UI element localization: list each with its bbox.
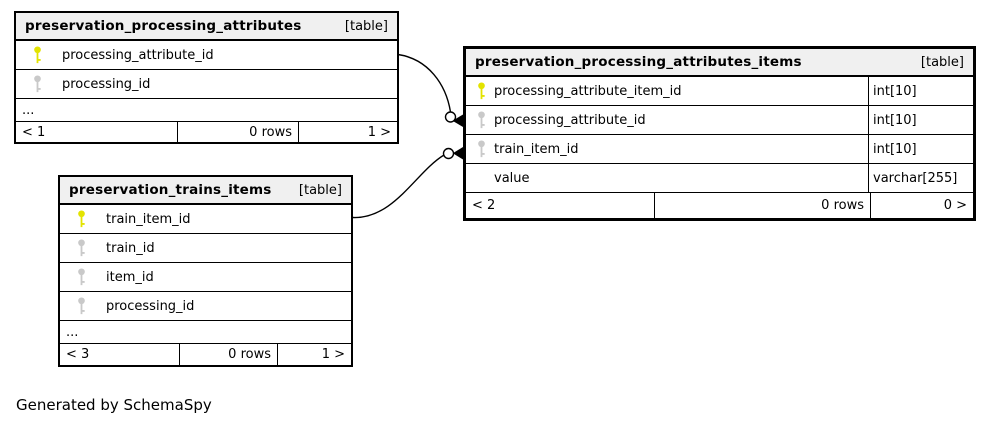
table-type-tag: [table] [344,18,388,34]
foreign-key-icon [78,268,85,286]
table-node-preservation-processing-attributes-items[interactable]: preservation_processing_attributes_items… [463,46,976,221]
table-footer: < 2 0 rows 0 > [466,193,973,218]
column-name: processing_attribute_id [494,112,646,128]
row-count: 0 rows [177,122,298,142]
column-name: item_id [106,269,154,285]
foreign-key-icon [78,239,85,257]
relationship-curve-train-item-id [352,154,445,219]
generated-by-note: Generated by SchemaSpy [16,396,212,414]
relationship-curve-processing-attribute-id [397,53,452,113]
children-count: 1 > [277,344,351,365]
foreign-key-icon [78,297,85,315]
column-cell: value [466,164,868,192]
column-row: processing_attribute_id [16,41,397,70]
column-name: train_item_id [494,141,579,157]
ellipsis-row: ... [60,321,351,344]
column-cell: processing_attribute_id [16,41,397,69]
column-cell: processing_id [16,70,397,98]
arrowhead-icon [452,114,463,127]
column-row: train_item_id int[10] [466,135,973,164]
column-type: varchar[255] [868,164,973,192]
column-type: int[10] [868,106,973,134]
cardinality-circle-icon [442,147,455,160]
ellipsis-label: ... [22,102,35,118]
column-cell: processing_attribute_id [466,106,868,134]
column-name: processing_attribute_id [62,47,214,63]
parents-count: < 2 [472,198,496,213]
column-name: value [494,170,530,186]
column-cell: train_item_id [60,205,351,233]
table-name: preservation_trains_items [69,182,272,198]
column-name: processing_attribute_item_id [494,83,682,99]
column-row: value varchar[255] [466,164,973,193]
column-row: train_id [60,234,351,263]
column-row: processing_id [16,70,397,99]
table-footer: < 3 0 rows 1 > [60,344,351,365]
parents-count: < 3 [66,347,90,362]
cardinality-circle-icon [444,111,457,123]
primary-key-icon [478,82,485,100]
foreign-key-icon [34,75,41,93]
column-row: processing_attribute_id int[10] [466,106,973,135]
row-count: 0 rows [179,344,277,365]
ellipsis-label: ... [66,324,79,340]
table-header[interactable]: preservation_processing_attributes [tabl… [16,13,397,41]
column-row: processing_id [60,292,351,321]
table-name: preservation_processing_attributes [25,18,302,34]
column-name: processing_id [62,76,151,92]
primary-key-icon [78,210,85,228]
column-row: item_id [60,263,351,292]
table-type-tag: [table] [920,54,964,70]
primary-key-icon [34,46,41,64]
column-cell: train_item_id [466,135,868,163]
table-footer: < 1 0 rows 1 > [16,122,397,142]
foreign-key-icon [478,111,485,129]
column-row: train_item_id [60,205,351,234]
parents-count: < 1 [22,124,46,140]
children-count: 1 > [298,122,397,142]
table-node-preservation-trains-items[interactable]: preservation_trains_items [table] train_… [58,175,353,367]
column-row: processing_attribute_item_id int[10] [466,77,973,106]
table-header[interactable]: preservation_trains_items [table] [60,177,351,205]
row-count: 0 rows [654,193,870,218]
column-type: int[10] [868,77,973,105]
table-node-preservation-processing-attributes[interactable]: preservation_processing_attributes [tabl… [14,11,399,144]
column-cell: processing_id [60,292,351,320]
children-count: 0 > [870,193,973,218]
table-header[interactable]: preservation_processing_attributes_items… [466,49,973,77]
table-type-tag: [table] [298,182,342,198]
table-name: preservation_processing_attributes_items [475,54,802,70]
column-type: int[10] [868,135,973,163]
ellipsis-row: ... [16,99,397,122]
foreign-key-icon [478,140,485,158]
column-name: processing_id [106,298,195,314]
column-cell: train_id [60,234,351,262]
column-cell: item_id [60,263,351,291]
column-name: train_id [106,240,155,256]
column-cell: processing_attribute_item_id [466,77,868,105]
arrowhead-icon [452,147,463,160]
column-name: train_item_id [106,211,191,227]
